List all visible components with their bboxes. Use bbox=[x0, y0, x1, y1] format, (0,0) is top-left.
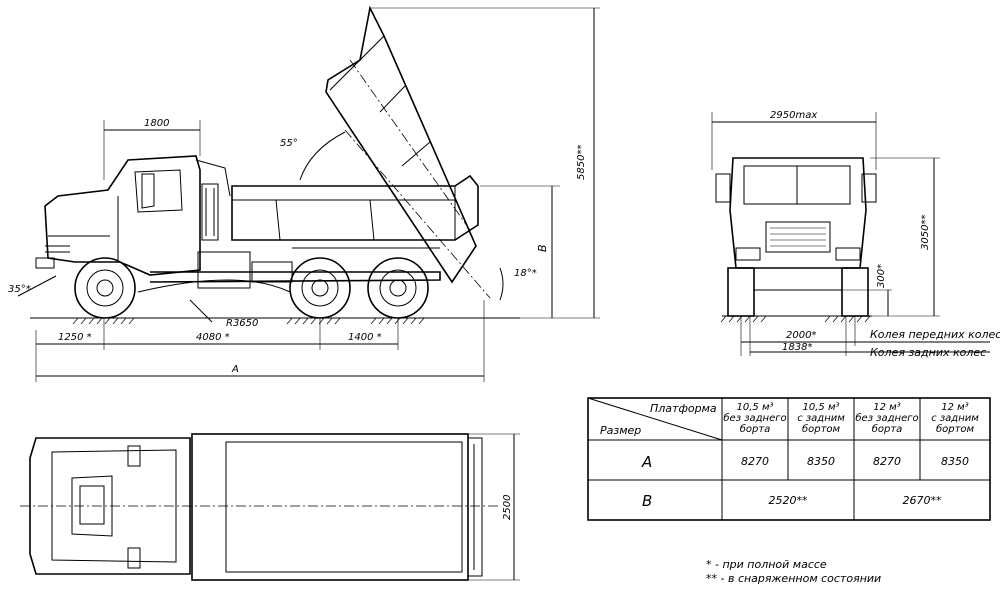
col2-line2: с задним bbox=[797, 413, 845, 424]
col2-line3: бортом bbox=[802, 423, 841, 435]
row-a-value-3: 8270 bbox=[873, 455, 901, 468]
footnote-1: * - при полной массе bbox=[706, 558, 827, 571]
col1-line3: борта bbox=[740, 423, 771, 435]
col4-line3: бортом bbox=[936, 423, 975, 435]
front-cab-outline bbox=[715, 157, 877, 269]
ground-clearance-label: 300* bbox=[876, 264, 887, 288]
col3-line3: борта bbox=[872, 423, 903, 435]
top-cab bbox=[29, 437, 191, 575]
total-length-dim: A bbox=[231, 364, 239, 375]
front-dimensions bbox=[711, 112, 990, 356]
table-corner-platform: Платформа bbox=[650, 402, 717, 415]
col3-line2: без заднего bbox=[855, 412, 918, 424]
footnotes: * - при полной массе ** - в снаряженном … bbox=[706, 558, 881, 585]
top-dimensions bbox=[468, 433, 520, 581]
dimensions-table: Платформа Размер 10,5 м³ без заднего бор… bbox=[587, 397, 991, 521]
row-b-label: B bbox=[642, 492, 652, 510]
ground-hatch bbox=[72, 317, 425, 325]
row-a-label: A bbox=[641, 453, 652, 471]
footnote-2: ** - в снаряженном состоянии bbox=[706, 572, 881, 585]
front-track-dim: 2000* bbox=[786, 330, 816, 341]
front-angle-label: 35°* bbox=[8, 284, 31, 295]
top-body bbox=[191, 433, 483, 581]
side-view: 1800 55° 5850** B 18°* 35°* R3650 1250 *… bbox=[8, 5, 600, 382]
front-ground-hatch bbox=[720, 315, 871, 323]
col4-line2: с задним bbox=[931, 413, 979, 424]
rear-wheel-1 bbox=[289, 257, 351, 319]
table-corner-size: Размер bbox=[600, 424, 641, 437]
front-view: 2950max 3050** 300* 2000* 1838* Колея пе… bbox=[711, 110, 1000, 359]
row-b-value-2: 2670** bbox=[903, 494, 942, 507]
col1-line2: без заднего bbox=[723, 412, 786, 424]
wheelbase-dim: 4080 * bbox=[196, 332, 230, 343]
front-height-label: 3050** bbox=[920, 215, 931, 250]
col4-line1: 12 м³ bbox=[941, 402, 968, 413]
turning-radius-arc bbox=[137, 279, 291, 293]
dump-angle-label: 55° bbox=[280, 138, 298, 149]
front-track-caption: Колея передних колес bbox=[870, 328, 1000, 341]
front-overhang-dim: 1250 * bbox=[58, 332, 92, 343]
dump-body-lowered bbox=[231, 174, 479, 241]
bogie-dim: 1400 * bbox=[348, 332, 382, 343]
col3-line1: 12 м³ bbox=[873, 402, 900, 413]
dim-cab-length: 1800 bbox=[144, 118, 169, 129]
max-height-label: 5850** bbox=[576, 145, 587, 180]
rear-angle-label: 18°* bbox=[514, 268, 537, 279]
truck-cab bbox=[35, 155, 231, 276]
rear-track-dim: 1838* bbox=[782, 342, 812, 353]
top-view: 2500 bbox=[20, 433, 520, 581]
front-wheel bbox=[74, 257, 136, 319]
turning-radius-label: R3650 bbox=[226, 318, 258, 329]
rear-track-caption: Колея задних колес bbox=[870, 346, 986, 359]
col1-line1: 10,5 м³ bbox=[737, 402, 774, 413]
side-dimensions bbox=[17, 7, 600, 382]
dump-body-raised bbox=[325, 5, 491, 299]
rear-wheel-2 bbox=[367, 257, 429, 319]
row-a-value-4: 8350 bbox=[941, 455, 969, 468]
row-a-value-1: 8270 bbox=[741, 455, 769, 468]
front-wheels bbox=[727, 267, 869, 317]
height-b-label: B bbox=[536, 244, 549, 252]
row-a-value-2: 8350 bbox=[807, 455, 835, 468]
row-b-value-1: 2520** bbox=[769, 494, 808, 507]
front-width-label: 2950max bbox=[770, 110, 817, 121]
col2-line1: 10,5 м³ bbox=[803, 402, 840, 413]
body-width-label: 2500 bbox=[502, 495, 513, 520]
